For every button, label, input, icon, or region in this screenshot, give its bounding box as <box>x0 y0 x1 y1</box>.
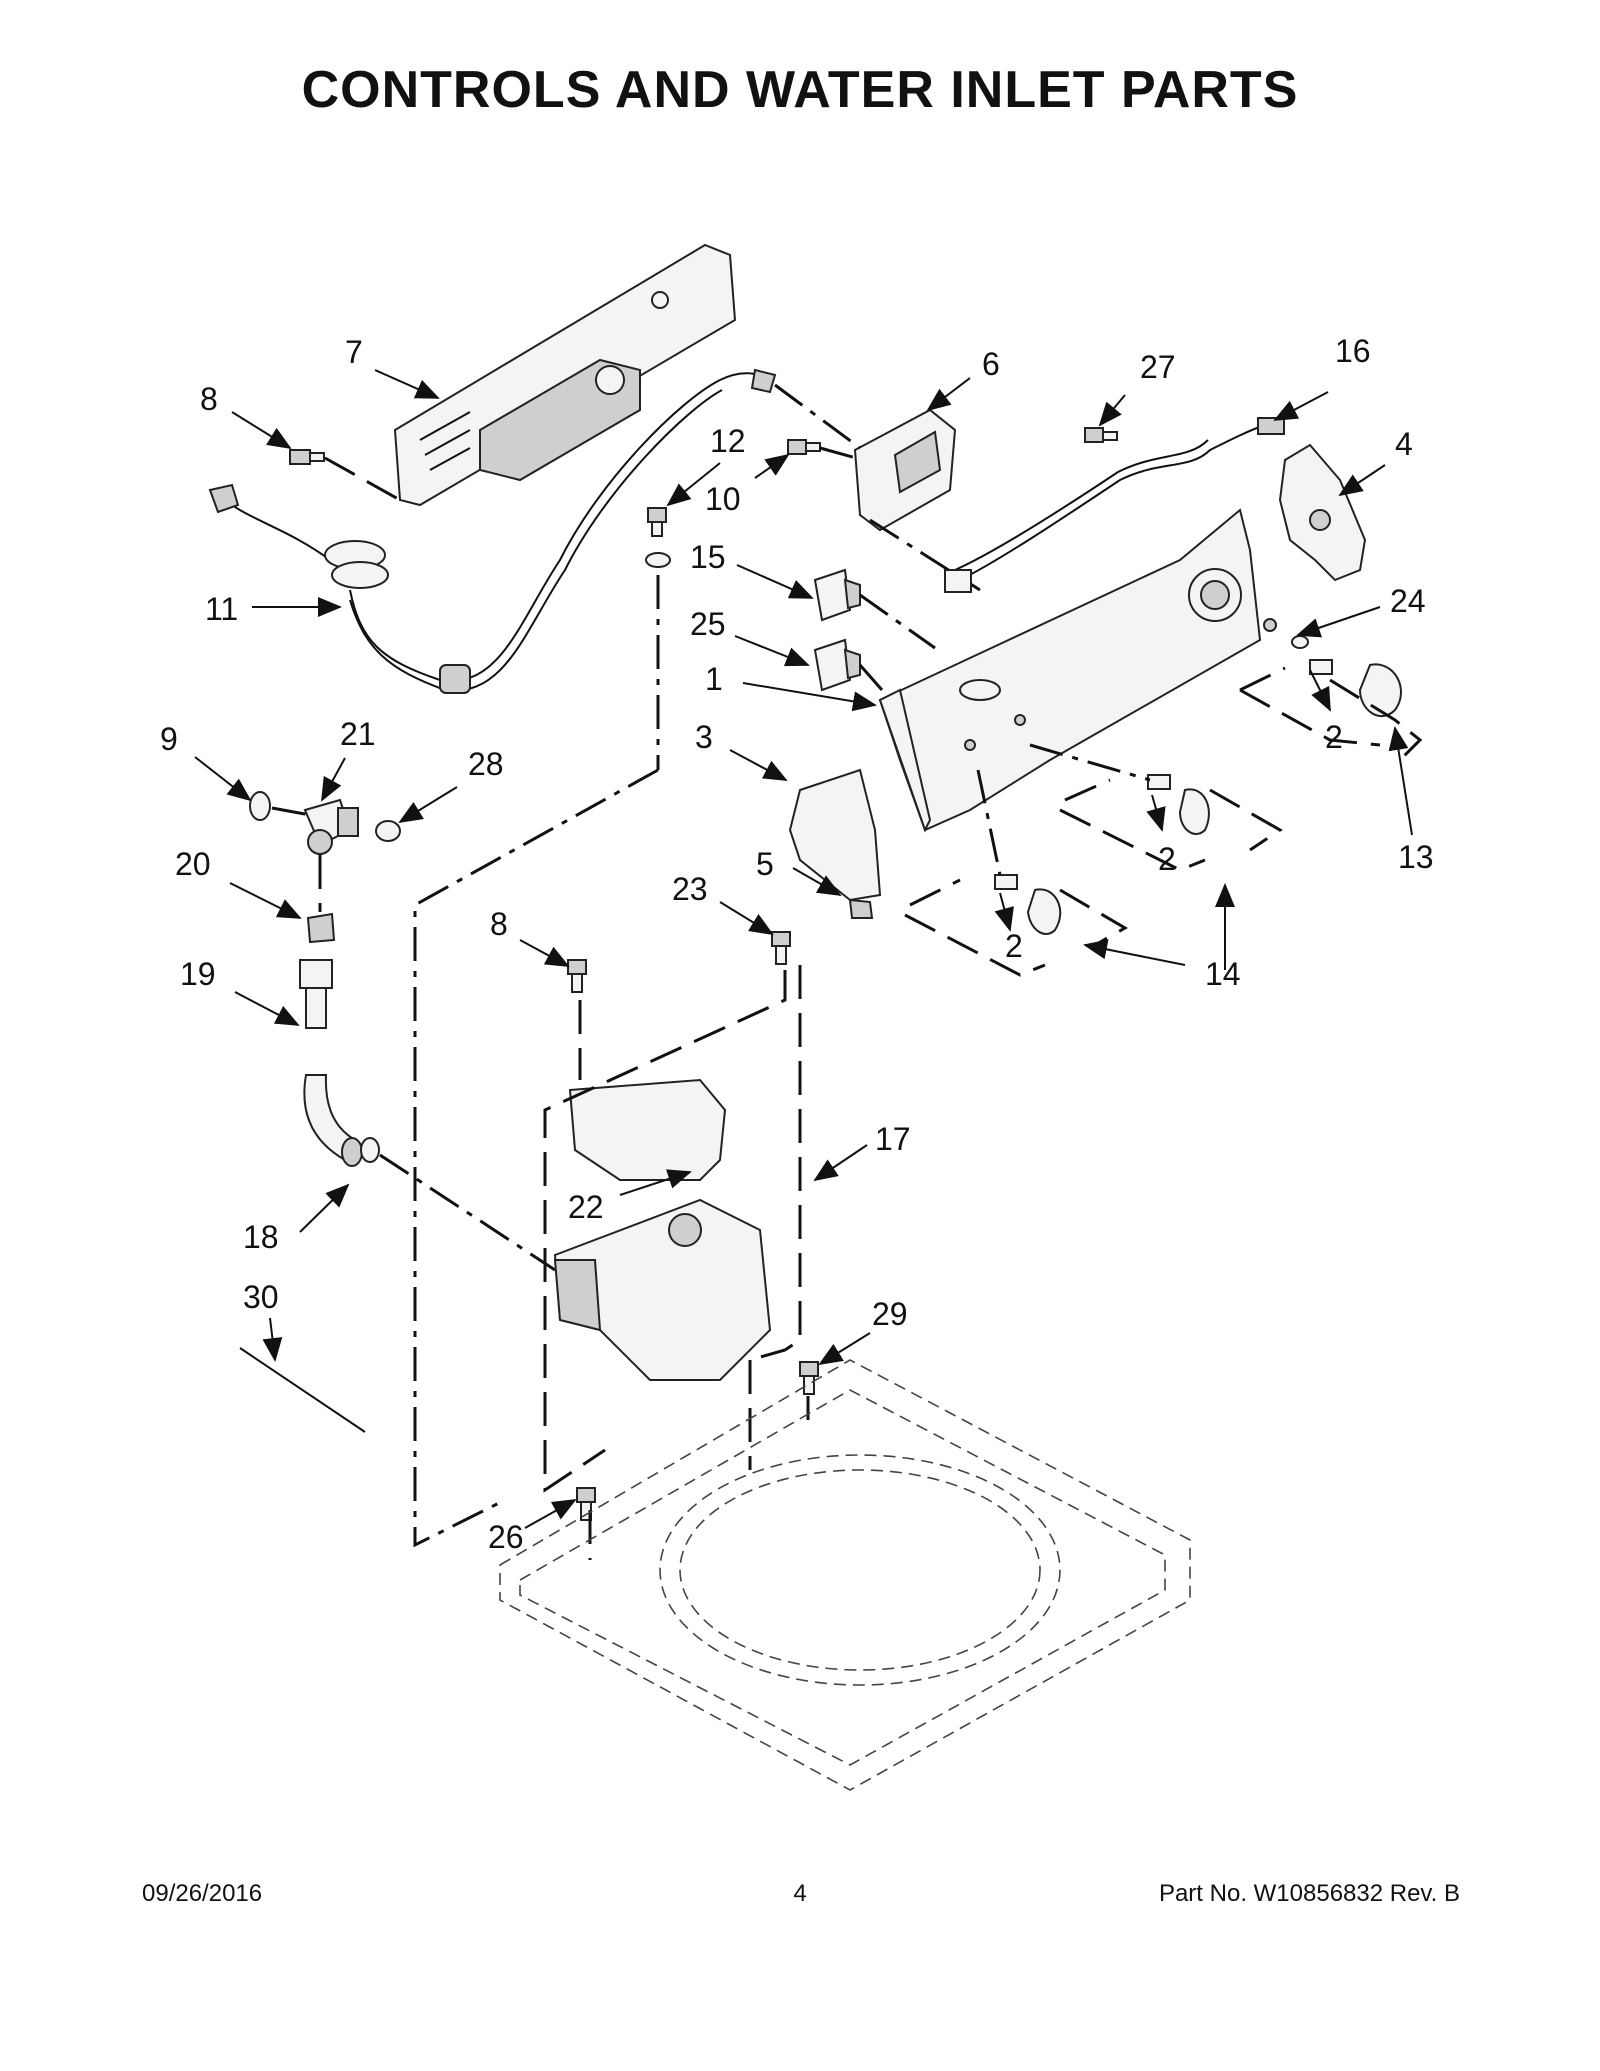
callout-23: 23 <box>672 871 708 907</box>
callout-25: 25 <box>690 606 726 642</box>
switch-15 <box>813 568 861 622</box>
knob-assembly-13 <box>1239 635 1423 762</box>
callout-12: 12 <box>710 423 746 459</box>
screw-27 <box>1084 427 1118 443</box>
thermistor-wire-30 <box>239 1347 366 1433</box>
callout-4: 4 <box>1395 426 1413 462</box>
callout-labels: 7 8 12 10 6 27 16 4 11 15 25 24 1 2 3 9 … <box>160 333 1434 1555</box>
callout-10: 10 <box>705 481 741 517</box>
callout-29: 29 <box>872 1296 908 1332</box>
callout-8-mid: 8 <box>490 906 508 942</box>
callout-22: 22 <box>568 1189 604 1225</box>
callout-21: 21 <box>340 716 376 752</box>
water-inlet-valve-22 <box>553 1078 772 1381</box>
hose-washer-18 <box>360 1137 380 1163</box>
callout-3: 3 <box>695 719 713 755</box>
callout-8: 8 <box>200 381 218 417</box>
console-end-cap-3 <box>788 768 882 902</box>
callout-26: 26 <box>488 1519 524 1555</box>
screw-23 <box>771 931 791 965</box>
clip-5 <box>848 898 874 919</box>
leader-lines <box>194 369 1413 1529</box>
callout-7: 7 <box>345 334 363 370</box>
callout-2-right: 2 <box>1325 719 1343 755</box>
callout-16: 16 <box>1335 333 1371 369</box>
callout-9: 9 <box>160 721 178 757</box>
callout-1: 1 <box>705 661 723 697</box>
callout-11: 11 <box>205 591 238 627</box>
inlet-hose-washer-9 <box>249 791 271 821</box>
screw-8-mid <box>567 959 587 993</box>
console-rear-panel <box>393 243 737 507</box>
callout-24: 24 <box>1390 583 1426 619</box>
control-board <box>853 408 957 532</box>
callout-28: 28 <box>468 746 504 782</box>
callout-18: 18 <box>243 1219 279 1255</box>
footer-part-number: Part No. W10856832 Rev. B <box>1158 1880 1460 1907</box>
callout-2-mid: 2 <box>1158 841 1176 877</box>
callout-30: 30 <box>243 1279 279 1315</box>
cabinet-top-ghost <box>499 1359 1191 1791</box>
footer-page-number: 4 <box>793 1880 807 1907</box>
fill-hose-19 <box>299 959 363 1167</box>
screw-10 <box>787 439 821 455</box>
wire-harness-16 <box>944 417 1285 593</box>
callout-5: 5 <box>756 846 774 882</box>
screw-29 <box>799 1361 819 1395</box>
footer-date: 09/26/2016 <box>142 1880 263 1907</box>
callout-6: 6 <box>982 346 1000 382</box>
callout-14: 14 <box>1205 956 1241 992</box>
callout-13: 13 <box>1398 839 1434 875</box>
switch-25 <box>813 638 861 692</box>
inlet-valve-fitting-21 <box>303 798 359 855</box>
callout-2-low: 2 <box>1005 928 1023 964</box>
knob-assembly-14-lower <box>904 874 1129 977</box>
screen-washer-28 <box>375 820 401 842</box>
callout-19: 19 <box>180 956 216 992</box>
screw-8-top <box>289 449 325 465</box>
inlet-filter-20 <box>306 912 336 944</box>
power-cord-assembly <box>208 368 777 694</box>
console-end-bracket <box>1278 443 1367 582</box>
callout-17: 17 <box>875 1121 911 1157</box>
knob-assembly-14-upper <box>1059 774 1283 872</box>
screw-26 <box>576 1487 596 1521</box>
console-panel <box>878 508 1277 833</box>
callout-27: 27 <box>1140 349 1176 385</box>
callout-15: 15 <box>690 539 726 575</box>
page-title: CONTROLS AND WATER INLET PARTS <box>301 61 1299 119</box>
callout-20: 20 <box>175 846 211 882</box>
ground-screw-12 <box>645 507 671 568</box>
